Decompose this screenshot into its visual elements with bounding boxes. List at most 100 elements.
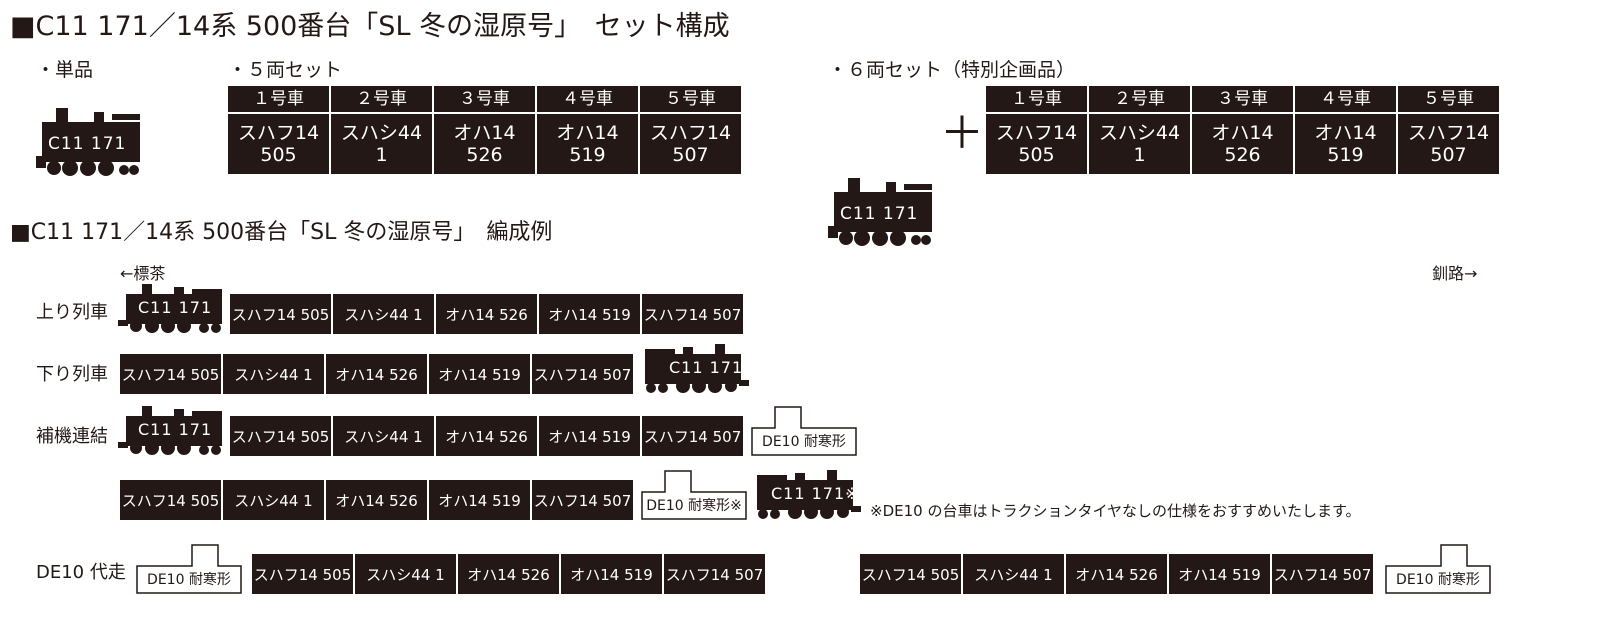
- car-num: 505: [260, 144, 297, 166]
- car-number: １号車: [986, 86, 1087, 112]
- diesel-loco-icon: [1385, 544, 1491, 594]
- steam-loco-icon: [118, 284, 222, 333]
- car-number: ３号車: [434, 86, 535, 112]
- steam-loco: C11 171: [118, 406, 226, 456]
- train-row-down: スハフ14 505 スハシ44 1 オハ14 526 オハ14 519 スハフ1…: [120, 344, 753, 394]
- car-type: オハ14: [1211, 122, 1274, 144]
- car-number: １号車: [228, 86, 329, 112]
- train-row-helper: C11 171 スハフ14 505 スハシ44 1 オハ14 526 オハ14 …: [118, 406, 863, 456]
- single-loco: C11 171: [34, 108, 144, 178]
- car-number: ４号車: [537, 86, 638, 112]
- row-label-de10: DE10 代走: [36, 562, 126, 583]
- train-car: オハ14 526: [436, 416, 537, 456]
- loco-label: C11 171: [669, 358, 744, 377]
- train-car: スハシ44 1: [963, 554, 1064, 594]
- train-car: スハフ14 507: [642, 416, 743, 456]
- car-num: 507: [672, 144, 709, 166]
- train-row-de10-left: DE10 耐寒形 スハフ14 505 スハシ44 1 オハ14 526 オハ14…: [136, 544, 767, 594]
- row-label-down: 下り列車: [36, 364, 108, 385]
- train-car: オハ14 519: [539, 294, 640, 334]
- de10-label: DE10 耐寒形: [1396, 572, 1480, 588]
- car-num: 1: [375, 144, 388, 166]
- car-type: スハフ14: [649, 122, 732, 144]
- diesel-loco-icon: [751, 406, 857, 456]
- car-number: ４号車: [1295, 86, 1396, 112]
- train-car: オハ14 526: [326, 354, 427, 394]
- steam-loco-icon: [828, 178, 932, 246]
- steam-loco-icon: [118, 406, 222, 455]
- car-type: オハ14: [556, 122, 619, 144]
- set-composition-heading: ■C11 171／14系 500番台「SL 冬の湿原号」 セット構成: [10, 11, 730, 42]
- six-set-loco: C11 171: [826, 178, 936, 248]
- car-num: 505: [1018, 144, 1055, 166]
- single-item-label: ・単品: [36, 59, 94, 81]
- train-car: スハフ14 505: [230, 416, 331, 456]
- loco-label: C11 171※: [771, 484, 860, 503]
- car-type: オハ14: [1314, 122, 1377, 144]
- diesel-loco-icon: [136, 544, 242, 594]
- car-type: スハフ14: [237, 122, 320, 144]
- train-row-up: C11 171 スハフ14 505 スハシ44 1 オハ14 526 オハ14 …: [118, 284, 745, 334]
- train-car: スハシ44 1: [333, 416, 434, 456]
- car-number: ２号車: [331, 86, 432, 112]
- direction-left: ←標茶: [120, 264, 166, 283]
- plus-sign: ＋: [940, 108, 984, 159]
- steam-loco: C11 171※: [753, 470, 861, 520]
- car-number: ３号車: [1192, 86, 1293, 112]
- train-car: スハフ14 505: [252, 554, 353, 594]
- formation-example-heading: ■C11 171／14系 500番台「SL 冬の湿原号」 編成例: [10, 220, 553, 245]
- train-car: オハ14 519: [539, 416, 640, 456]
- car-type: オハ14: [453, 122, 516, 144]
- train-car: オハ14 519: [429, 480, 530, 520]
- car-number: ５号車: [1398, 86, 1499, 112]
- de10-label: DE10 耐寒形: [147, 572, 231, 588]
- train-car: スハシ44 1: [355, 554, 456, 594]
- car-type: スハフ14: [1407, 122, 1490, 144]
- traction-tire-note: ※DE10 の台車はトラクションタイヤなしの仕様をおすすめいたします。: [870, 502, 1361, 520]
- train-car: オハ14 526: [458, 554, 559, 594]
- train-row-de10-right: スハフ14 505 スハシ44 1 オハ14 526 オハ14 519 スハフ1…: [860, 544, 1497, 594]
- train-row-helper-2: スハフ14 505 スハシ44 1 オハ14 526 オハ14 519 スハフ1…: [120, 470, 865, 520]
- train-car: スハフ14 505: [120, 354, 221, 394]
- loco-label: C11 171: [138, 298, 213, 317]
- row-label-helper: 補機連結: [36, 426, 108, 447]
- train-car: オハ14 519: [561, 554, 662, 594]
- car-num: 507: [1430, 144, 1467, 166]
- row-label-up: 上り列車: [36, 302, 108, 323]
- car-type: スハフ14: [995, 122, 1078, 144]
- train-car: スハフ14 507: [532, 480, 633, 520]
- de10-label: DE10 耐寒形※: [646, 498, 742, 514]
- steam-loco-icon: [645, 344, 749, 393]
- de10-loco: DE10 耐寒形: [136, 544, 242, 594]
- car-num: 526: [1224, 144, 1261, 166]
- train-car: オハ14 519: [429, 354, 530, 394]
- train-car: スハフ14 505: [120, 480, 221, 520]
- train-car: オハ14 526: [326, 480, 427, 520]
- steam-loco-icon: [36, 108, 140, 176]
- car-type: スハシ44: [1098, 122, 1181, 144]
- de10-loco: DE10 耐寒形: [1385, 544, 1491, 594]
- train-car: オハ14 519: [1169, 554, 1270, 594]
- car-num: 519: [569, 144, 606, 166]
- steam-loco-icon: [757, 470, 861, 519]
- de10-loco: DE10 耐寒形※: [641, 470, 747, 520]
- diesel-loco-icon: [641, 470, 747, 520]
- de10-label: DE10 耐寒形: [762, 434, 846, 450]
- train-car: スハシ44 1: [333, 294, 434, 334]
